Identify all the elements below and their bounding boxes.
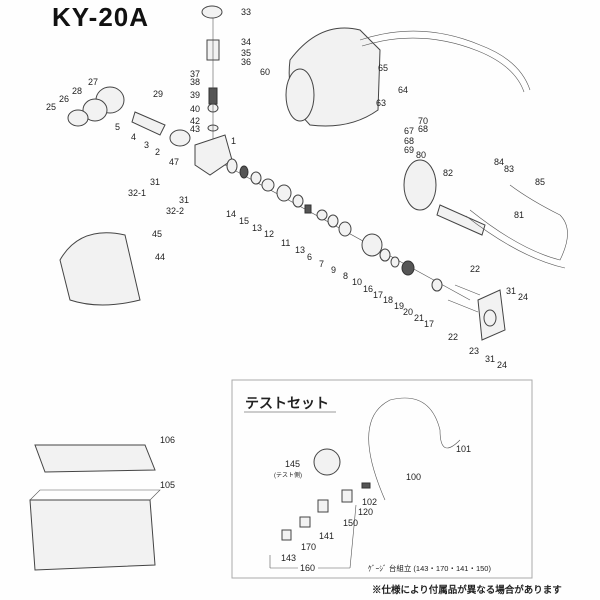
part-label: 8	[343, 271, 348, 281]
pump-cover	[59, 232, 141, 306]
part-label: 1	[231, 136, 236, 146]
part-label: 68	[404, 136, 414, 146]
part-label: 24	[518, 292, 528, 302]
part-label: 39	[190, 90, 200, 100]
part-label: 22	[470, 264, 480, 274]
part-label: 2	[155, 147, 160, 157]
part-label: 101	[456, 444, 471, 454]
part-label: 40	[190, 104, 200, 114]
part-label: 14	[226, 209, 236, 219]
part-label: 102	[362, 497, 377, 507]
part-label: 42	[190, 116, 200, 126]
part-label: 29	[153, 89, 163, 99]
test-set-parts	[281, 397, 461, 541]
part-label: 45	[152, 229, 162, 239]
part-label: 33	[241, 7, 251, 17]
part-label: 80	[416, 150, 426, 160]
spec-note: ※仕様により付属品が異なる場合があります	[372, 584, 562, 596]
part-label: 15	[239, 216, 249, 226]
part-label: 25	[46, 102, 56, 112]
part-label: 65	[378, 63, 388, 73]
part-label: 83	[504, 164, 514, 174]
part-label: 23	[469, 346, 479, 356]
part-label: 18	[383, 295, 393, 305]
part-label: 32-2	[166, 206, 184, 216]
part-label: 17	[424, 319, 434, 329]
part-label: 60	[260, 67, 270, 77]
part-label: 67	[404, 126, 414, 136]
part-label: 141	[319, 531, 334, 541]
part-label: 85	[535, 177, 545, 187]
part-label: 82	[443, 168, 453, 178]
part-label: 150	[343, 518, 358, 528]
test-set-labels: 145 (テスト側) 101 100 102 120 150 141 170 1…	[274, 444, 491, 573]
relief-valve-parts	[201, 5, 223, 140]
part-label: 24	[497, 360, 507, 370]
part-label: 31	[179, 195, 189, 205]
part-label: 43	[190, 124, 200, 134]
part-label: 170	[301, 542, 316, 552]
part-label: 64	[398, 85, 408, 95]
part-label: 13	[252, 223, 262, 233]
part-label: 68	[418, 124, 428, 134]
part-label: 11	[281, 238, 290, 248]
part-number-labels: 33 34 35 36 37 38 39 40 42 43 1 60 65 64…	[46, 7, 545, 490]
part-label: 5	[115, 122, 120, 132]
motor	[285, 27, 531, 127]
part-label: 120	[358, 507, 373, 517]
part-label: 84	[494, 157, 504, 167]
test-set-frame	[231, 379, 533, 579]
part-label: 143	[281, 553, 296, 563]
part-label: 31	[506, 286, 516, 296]
part-label: 63	[376, 98, 386, 108]
gauge-assembly-label: ｹﾞｰｼﾞ 台組立 (143・170・141・150)	[368, 563, 491, 573]
part-label: 10	[352, 277, 362, 287]
part-label: 16	[363, 284, 373, 294]
part-label: 4	[131, 132, 136, 142]
part-label-note: (テスト側)	[274, 471, 302, 479]
part-label: 145	[285, 459, 300, 469]
part-label: 36	[241, 57, 251, 67]
part-label: 105	[160, 480, 175, 490]
test-set-leaders	[269, 504, 357, 569]
part-label: 81	[514, 210, 524, 220]
part-label: 38	[190, 77, 200, 87]
part-label: 34	[241, 37, 251, 47]
part-label: 35	[241, 48, 251, 58]
part-label: 3	[144, 140, 149, 150]
part-label: 17	[373, 290, 383, 300]
part-label: 44	[155, 252, 165, 262]
part-label: 37	[190, 69, 200, 79]
strainer-hose	[403, 159, 568, 269]
part-label: 70	[418, 116, 428, 126]
test-set-title: テストセット	[245, 395, 329, 411]
part-label: 21	[414, 313, 424, 323]
part-label: 13	[295, 245, 305, 255]
part-label: 22	[448, 332, 458, 342]
part-label: 31	[485, 354, 495, 364]
part-label: 31	[150, 177, 160, 187]
part-label: 69	[404, 145, 414, 155]
part-label: 7	[319, 259, 324, 269]
part-label: 19	[394, 301, 404, 311]
part-label: 26	[59, 94, 69, 104]
case-and-lid	[29, 444, 161, 571]
part-label: 32-1	[128, 188, 146, 198]
part-label: 100	[406, 472, 421, 482]
part-label: 12	[264, 229, 274, 239]
part-label: 160	[300, 563, 315, 573]
part-label: 47	[169, 157, 179, 167]
cylinder-parts	[224, 158, 506, 341]
part-label: 28	[72, 86, 82, 96]
part-label: 9	[331, 265, 336, 275]
model-title: KY-20A	[52, 2, 150, 32]
part-label: 27	[88, 77, 98, 87]
part-label: 6	[307, 252, 312, 262]
part-label: 20	[403, 307, 413, 317]
part-label: 106	[160, 435, 175, 445]
pump-body	[67, 86, 233, 176]
